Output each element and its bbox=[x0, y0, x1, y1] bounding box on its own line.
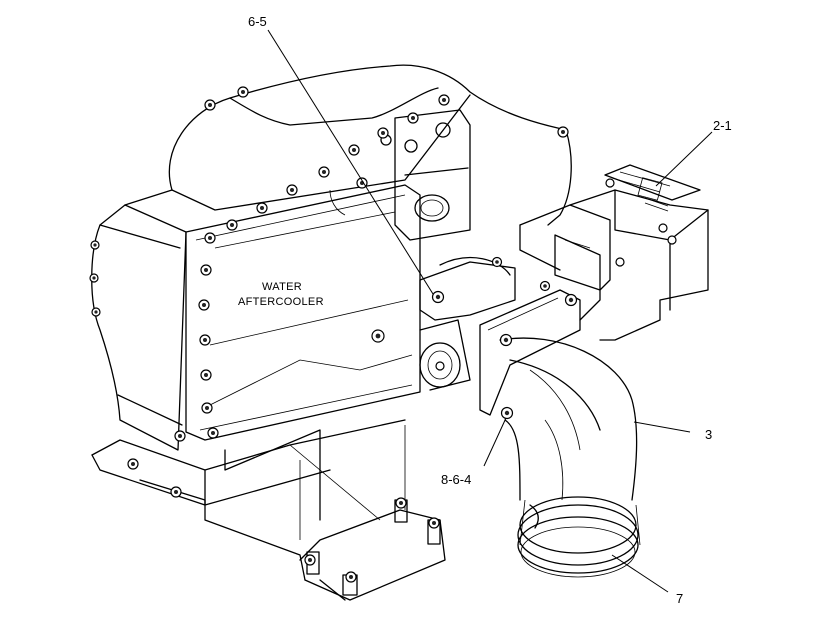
callout-group-3: 3 bbox=[633, 421, 712, 442]
aftercooler-housing bbox=[91, 64, 572, 601]
leader-6-5 bbox=[267, 29, 434, 295]
leader-2-1 bbox=[655, 131, 713, 187]
leader-8-6-4 bbox=[483, 417, 507, 467]
callout-7: 7 bbox=[676, 591, 683, 606]
elbow-pipe bbox=[479, 289, 641, 578]
callout-3: 3 bbox=[705, 427, 712, 442]
leader-3 bbox=[633, 421, 691, 433]
housing-bolts bbox=[89, 86, 569, 583]
callout-2-1: 2-1 bbox=[713, 118, 732, 133]
callout-group-8-6-4: 8-6-4 bbox=[441, 417, 507, 487]
callout-6-5: 6-5 bbox=[248, 14, 267, 29]
sensor-box bbox=[519, 164, 709, 341]
callout-8-6-4: 8-6-4 bbox=[441, 472, 471, 487]
adapter-flange bbox=[419, 257, 516, 391]
callout-group-6-5: 6-5 bbox=[248, 14, 434, 295]
leader-7 bbox=[611, 554, 669, 593]
elbow-bolts bbox=[431, 256, 578, 420]
aftercooler-label: AFTERCOOLER bbox=[238, 296, 324, 308]
callout-group-7: 7 bbox=[611, 554, 683, 606]
callout-group-2-1: 2-1 bbox=[655, 118, 732, 187]
water-label: WATER bbox=[262, 281, 302, 293]
